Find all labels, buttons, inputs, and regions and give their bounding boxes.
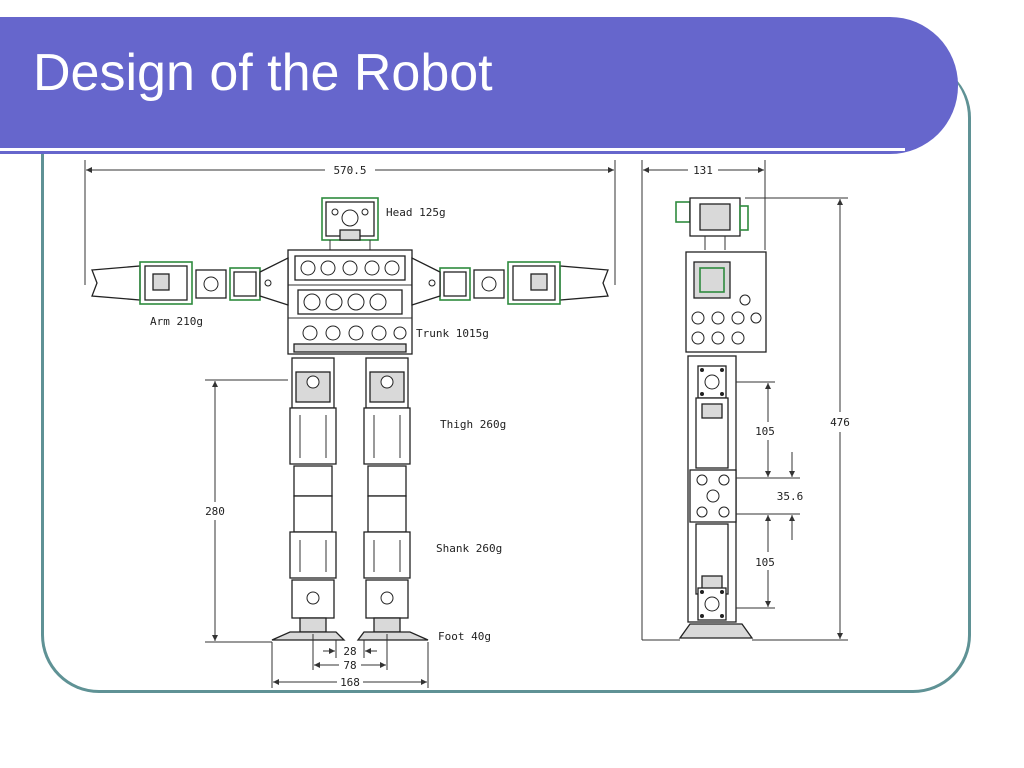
label-shank: Shank 260g [436,542,502,555]
label-head: Head 125g [386,206,446,219]
dim-knee-offset: 35.6 [777,490,804,503]
dim-foot-width: 168 [340,676,360,689]
title-underline [0,148,905,151]
label-foot: Foot 40g [438,630,491,643]
dimension-overall-width: 570.5 [84,160,616,285]
feet [271,631,429,641]
trunk [287,249,413,355]
dimension-depth: 131 [641,160,766,640]
label-arm: Arm 210g [150,315,203,328]
dimension-foot: 28 78 168 [271,634,429,689]
slide-title: Design of the Robot [33,44,493,102]
front-view: 570.5 Head 125g [84,160,616,689]
dim-foot-gap: 28 [343,645,356,658]
dimension-leg-segments: 105 35.6 105 [736,381,804,609]
dim-leg-height: 280 [205,505,225,518]
side-leg [678,355,754,639]
content-frame [41,60,971,693]
dimension-total-height: 476 [642,197,850,641]
label-trunk: Trunk 1015g [416,327,489,340]
left-arm [91,256,289,306]
right-arm [411,256,609,306]
side-head [675,197,749,250]
dim-thigh-length: 105 [755,425,775,438]
side-view: 131 [641,160,850,641]
dim-foot-center: 78 [343,659,356,672]
dim-total-height: 476 [830,416,850,429]
dimension-leg-height: 280 [205,379,288,643]
right-leg [363,357,411,633]
dim-depth: 131 [693,164,713,177]
left-leg [289,357,337,633]
label-thigh: Thigh 260g [440,418,506,431]
head [321,197,379,250]
side-trunk [685,251,767,353]
dim-overall-width: 570.5 [333,164,366,177]
dim-shank-length: 105 [755,556,775,569]
title-bar: Design of the Robot [0,17,958,154]
